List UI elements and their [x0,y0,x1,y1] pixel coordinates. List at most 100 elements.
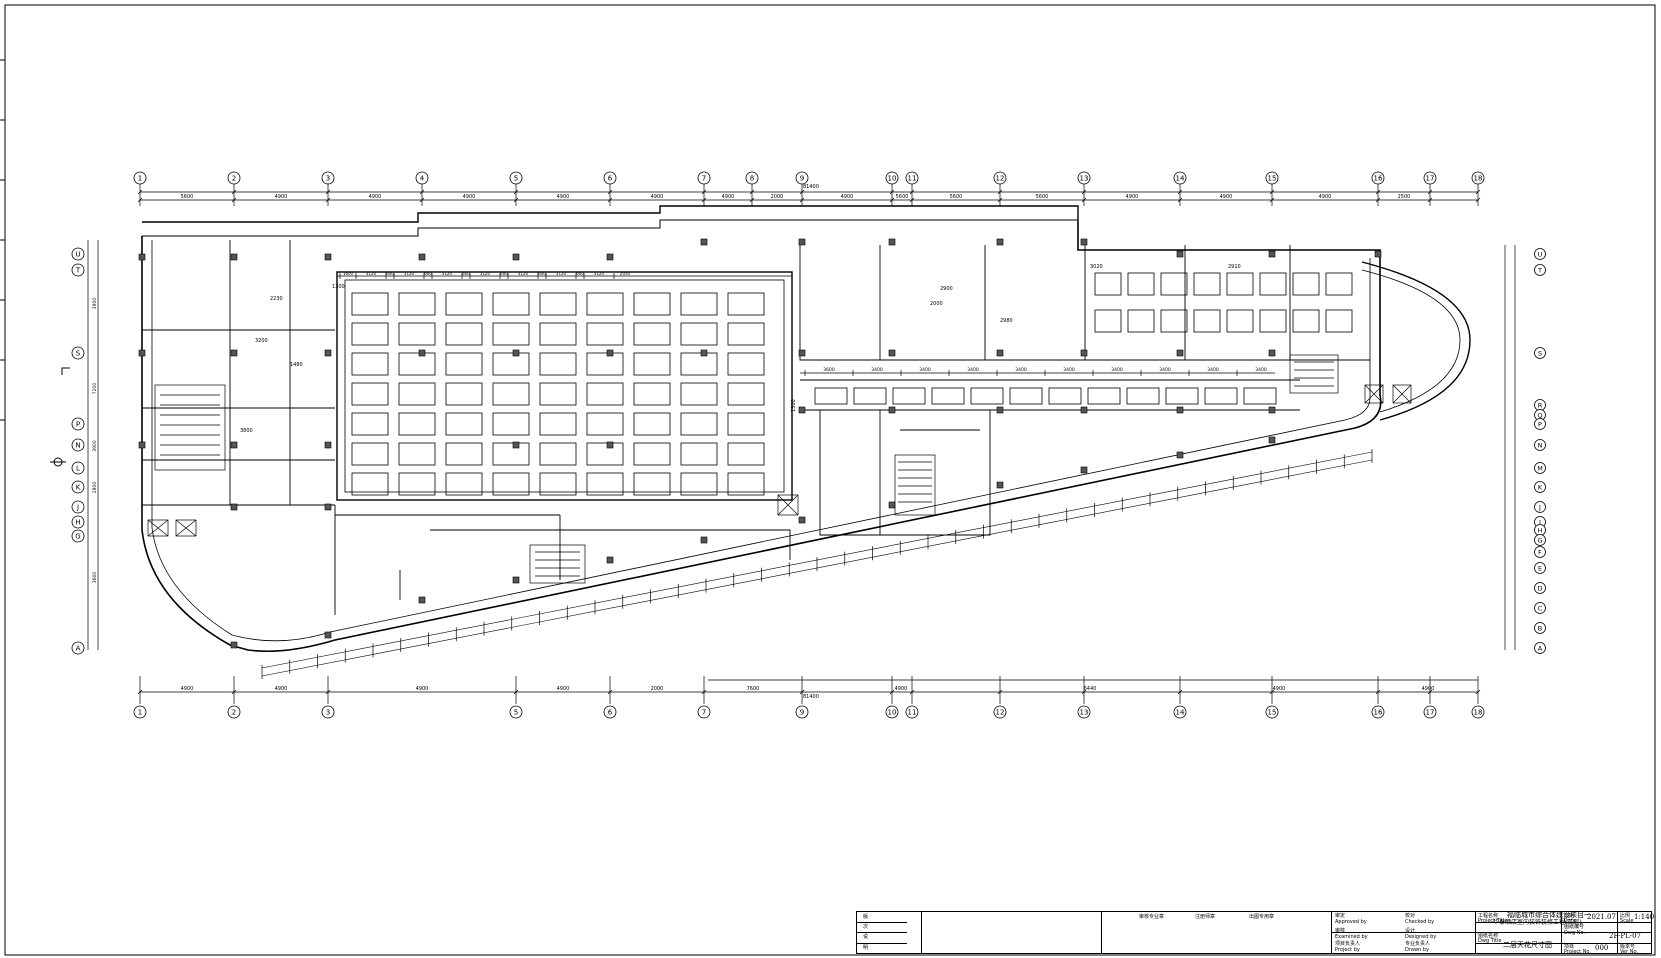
column [606,253,614,261]
ceiling-panel [680,292,718,316]
lift-west-1 [147,519,169,537]
discipline-lead-cn: 专业负责人 [1405,941,1431,947]
pub-seal-label: 出图专用章 [1249,914,1275,920]
svg-text:18: 18 [1474,709,1483,717]
svg-text:15: 15 [1268,709,1277,717]
axis-bubble-top-12: 12 [993,171,1007,185]
dim-label-hall: 3120 [404,271,415,276]
east-rotunda [1361,261,1471,421]
column [700,536,708,544]
axis-bubble-top-15: 15 [1265,171,1279,185]
ceiling-panel [814,387,848,405]
svg-text:C: C [1538,605,1543,613]
dim-label-corridor: 3400 [967,367,979,373]
svg-text:Q: Q [1537,412,1542,420]
axis-bubble-bottom-15: 15 [1265,705,1279,719]
svg-text:T: T [1537,267,1542,275]
lift-east-1 [1364,384,1384,404]
north-facade [142,205,1079,223]
axis-bubble-top-3: 3 [321,171,335,185]
ceiling-panel [1193,272,1221,296]
column [324,349,332,357]
stair-core [894,454,936,516]
axis-bubble-left-U: U [71,247,85,261]
dim-label-top: 4900 [722,194,735,200]
ceiling-panel [351,442,389,466]
scale-en: Scale [1620,918,1634,924]
dim-label-bottom: 7600 [747,686,760,692]
dim-label-top: 4900 [1126,194,1139,200]
axis-bubble-top-13: 13 [1077,171,1091,185]
ceiling-panel [633,382,671,406]
date-value: 2021.07 [1587,913,1616,921]
ceiling-panel [398,382,436,406]
ceiling-panel [1325,309,1353,333]
dim-label-corridor: 3400 [919,367,931,373]
column [230,503,238,511]
axis-bubble-bottom-16: 16 [1371,705,1385,719]
column [798,238,806,246]
examined-en: Examined by [1335,934,1368,940]
date-label: 日期 [1564,913,1575,919]
stair-west [154,384,226,471]
dim-label-corridor: 3400 [1255,367,1267,373]
column [230,441,238,449]
examined-cn: 审核 [1335,928,1346,934]
dimension-ticks [137,184,1481,704]
south-wall-dimensions [261,451,1373,677]
column [996,349,1004,357]
dim-label-hall: 3120 [594,271,605,276]
dim-label-hall: 600 [386,271,394,276]
axis-bubble-left-J: J [71,500,85,514]
ceiling-panel [445,292,483,316]
axis-bubble-right-H: H [1534,524,1546,536]
structural-columns [138,238,1382,649]
project-name-2: 华泰酒店室内装饰装修工程(二层) [1493,919,1582,926]
ceiling-panel [1292,309,1320,333]
axis-bubble-right-B: B [1534,622,1546,634]
ceiling-panel [586,472,624,496]
hall-ceiling-panels [351,292,765,496]
svg-text:U: U [75,251,80,259]
svg-text:14: 14 [1176,709,1185,717]
ceiling-panel [680,472,718,496]
axis-bubble-right-S: S [1534,347,1546,359]
project-no-en: Project No. [1564,949,1591,955]
ceiling-panel [586,292,624,316]
svg-text:14: 14 [1176,175,1185,183]
room-label-6: 2900 [940,286,953,292]
ceiling-panel [492,472,530,496]
svg-text:1: 1 [138,709,142,717]
column [512,576,520,584]
column [138,253,146,261]
dwg-no-label: 图纸编号 [1564,924,1585,930]
drawing-name-label: 图纸名称 [1478,933,1499,939]
svg-text:16: 16 [1374,175,1383,183]
dim-label-corridor: 3600 [823,367,835,373]
dim-label-corridor: 3400 [1159,367,1171,373]
svg-text:5: 5 [514,709,518,717]
svg-text:I: I [1539,519,1541,527]
axis-bubble-top-11: 11 [905,171,919,185]
axis-bubble-right-M: M [1534,462,1546,474]
column [324,631,332,639]
axis-bubble-top-17: 17 [1423,171,1437,185]
ceiling-panel [351,382,389,406]
dim-label-bottom: 4900 [181,686,194,692]
svg-text:F: F [1538,549,1542,557]
dim-label-hall: 600 [500,271,508,276]
axis-bubble-bottom-1: 1 [133,705,147,719]
svg-text:G: G [1537,537,1542,545]
ceiling-panel [1259,272,1287,296]
column [418,596,426,604]
section-mark-icon [50,367,70,467]
ceiling-panel [1292,272,1320,296]
axis-bubble-left-A: A [71,641,85,655]
ceiling-panel [351,352,389,376]
column [996,406,1004,414]
svg-text:13: 13 [1080,175,1089,183]
dim-label-hall: 3120 [366,271,377,276]
column [230,349,238,357]
axis-bubble-right-R: R [1534,399,1546,411]
svg-text:15: 15 [1268,175,1277,183]
